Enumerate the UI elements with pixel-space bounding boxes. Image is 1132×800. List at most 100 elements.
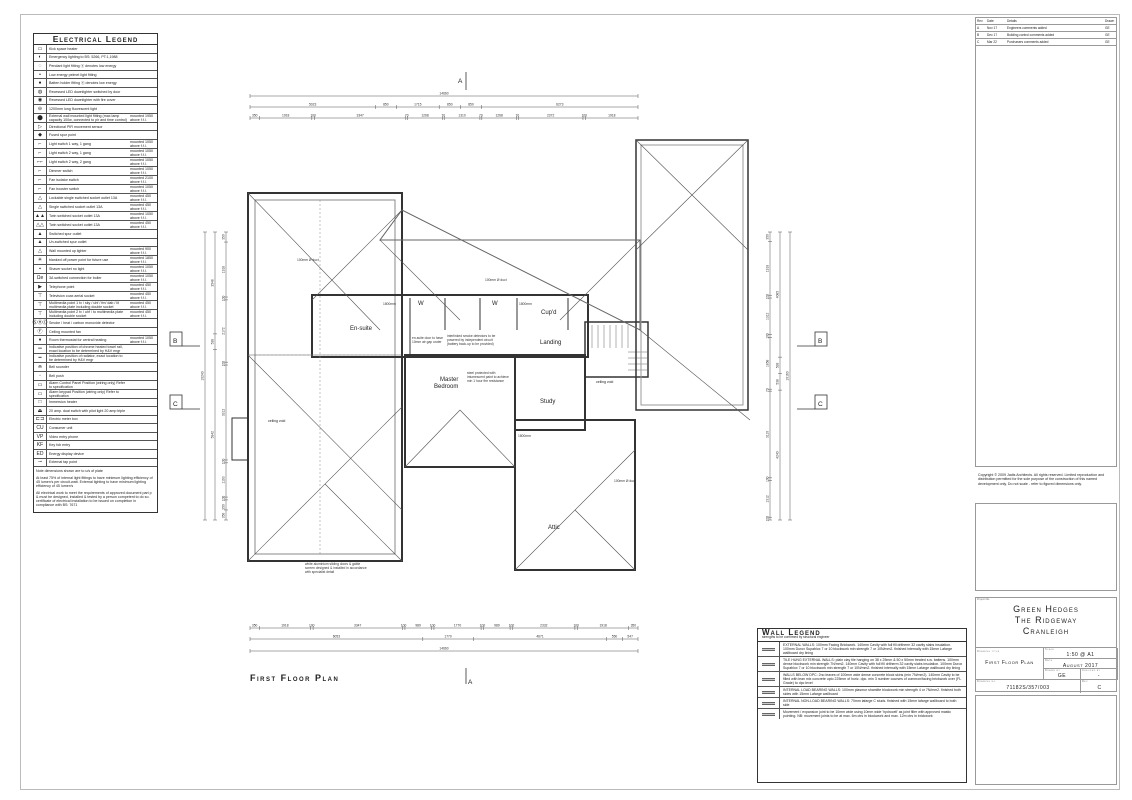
dimension-value: 1918 (766, 265, 770, 273)
legend-row: ═Indicative position of chrome heated to… (34, 345, 157, 355)
legend-row: ▲Un-switched spur outlet (34, 238, 157, 248)
dimension-value: 850 (468, 103, 474, 107)
legend-description: 20 amp. dual switch with pilot light 20 … (49, 408, 126, 413)
dimension-value: 350 (766, 234, 770, 240)
dimension-value: 14660 (439, 647, 448, 651)
legend-note: At least 75% of internal light fittings … (36, 476, 153, 489)
room-master-line-2: Bedroom (434, 384, 458, 390)
blank-panel-top (975, 503, 1117, 591)
drawing-title: First Floor Plan (985, 660, 1034, 666)
legend-symbol-icon: ━ (34, 354, 47, 363)
scale-label: Scale (1045, 648, 1055, 651)
dimension-value: 4240 (776, 451, 780, 459)
wall-type-description: EXTERNAL WALLS: 100mm Facing Brickwork. … (783, 643, 953, 655)
legend-symbol-icon: ▭ (34, 45, 47, 53)
legend-mounting: mounted 1050 above f.f.l. (130, 211, 153, 220)
note-smoke-detectors: interlinked smoke detectors to be powere… (447, 334, 496, 346)
wall-legend-row: Movement / expansion joint to be 10mm wi… (758, 709, 966, 719)
wall-legend-row: INTERNAL LOAD BEARING WALLS: 100mm plasm… (758, 687, 966, 698)
dimension-value: 1312 (766, 312, 770, 320)
dimension-value: 6053 (333, 635, 341, 639)
legend-symbol-icon: ◦ (34, 371, 47, 380)
dimension-value: 350 (222, 234, 226, 240)
legend-description: Indicative position of radiator, exact l… (49, 354, 123, 363)
blank-panel-bottom (975, 695, 1117, 785)
wall-type-description: INTERNAL NON-LOAD BEARING WALLS: 70mm la… (783, 699, 957, 707)
legend-description: Consumer unit (49, 426, 73, 431)
drawing-title-label: Drawing title (977, 650, 1000, 653)
wall-type-icon (758, 709, 780, 719)
wall-legend-row: INTERNAL NON-LOAD BEARING WALLS: 70mm la… (758, 698, 966, 709)
garage-roof-inner (640, 144, 744, 406)
legend-mounting: mounted 1050 above f.f.l. (130, 336, 153, 345)
header-drawn: Drawn (1105, 19, 1115, 23)
dimension-value: 10160 (786, 371, 790, 380)
legend-description: Twin switched socket outlet 13A (49, 213, 100, 218)
dimension-value: 1715 (414, 103, 422, 107)
wall-type-icon (758, 672, 780, 686)
legend-row: ⊤Multimedia point 1 tv / sky / uhf / fm/… (34, 301, 157, 311)
rev-value: C (1097, 684, 1102, 691)
legend-symbol-icon: ⌐ (34, 175, 47, 184)
legend-row: ⬤External wall mounted light fitting (ma… (34, 113, 157, 123)
room-labels: En-suite W W Cup'd Landing Master Bedroo… (268, 301, 613, 531)
legend-mounting: mounted 450 above f.f.l. (130, 292, 151, 301)
dimension-value: 1918 (282, 114, 290, 118)
rev-details: Engineers comments added (1007, 26, 1047, 30)
legend-symbol-icon: Ωe (34, 274, 47, 283)
legend-description: Multimedia point 1 tv / sky / uhf / fm/ … (49, 301, 119, 310)
legend-symbol-icon: KF (34, 441, 47, 450)
legend-symbol-icon: ▭ (34, 380, 47, 389)
room-wardrobe-1: W (418, 301, 424, 307)
left-wing-inner-wall (254, 199, 396, 555)
legend-description: Bell sounder (49, 365, 69, 370)
legend-symbol-icon: ▶ (34, 283, 47, 292)
legend-description: Recessed LED downlighter with fire cover (49, 98, 116, 103)
wall-type-icon (758, 642, 780, 656)
legend-symbol-icon: ⌐ (34, 184, 47, 193)
section-c-right: C (818, 401, 823, 408)
plan-title: First Floor Plan (250, 673, 340, 683)
dimension-value: 100 (222, 296, 226, 302)
legend-symbol-icon: ◍ (34, 87, 47, 96)
legend-description: Light switch 2 way, 2 gang (49, 159, 91, 164)
rev-date: Mar 22 (987, 40, 997, 44)
legend-description: External tap point (49, 460, 77, 465)
dimension-value: 350 (222, 504, 226, 510)
header-rev: Rev (977, 19, 983, 23)
legend-symbol-icon: ♦ (34, 336, 47, 345)
legend-symbol-icon: ▲ (34, 238, 47, 247)
dimension-value: 1770 (454, 624, 462, 628)
dimension-value: 1918 (222, 266, 226, 274)
header-date: Date (987, 19, 994, 23)
legend-symbol-icon: ◉ (34, 96, 47, 105)
legend-symbol-icon: ⌐ (34, 139, 47, 148)
ceiling-void-lines (255, 200, 395, 554)
wall-type-description: TILE HUNG EXTERNAL WALLS: plain clay til… (783, 658, 963, 670)
section-a-bottom: A (468, 679, 473, 686)
legend-symbol-icon: ⌐ (34, 166, 47, 175)
legend-mounting: mounted 450 above f.f.l. (130, 193, 151, 202)
legend-description: Immersion heater (49, 400, 77, 405)
dimension-value: 989 (494, 624, 500, 628)
dimension-value: 1918 (599, 624, 607, 628)
legend-description: blanked off power point for future use (49, 258, 109, 263)
stair-treads (591, 325, 648, 371)
dimension-value: 100 (222, 459, 226, 465)
legend-mounting: mounted 1950 above f.f.l. (130, 113, 153, 122)
legend-notes: Note dimensions shown are to u/s of plat… (34, 467, 157, 512)
dimension-value: 350 (252, 624, 258, 628)
checked-cell: Checked by- (1081, 669, 1118, 680)
rev-date: Nov 17 (987, 26, 998, 30)
dimension-value: 1918 (281, 624, 289, 628)
legend-description: Single switched socket outlet 13A (49, 204, 103, 209)
dimension-value: 100 (766, 476, 770, 482)
legend-description: Ceiling mounted fan (49, 329, 81, 334)
dimension-value: 100 (573, 624, 579, 628)
legend-description: Light switch 2 way, 1 gang (49, 150, 91, 155)
